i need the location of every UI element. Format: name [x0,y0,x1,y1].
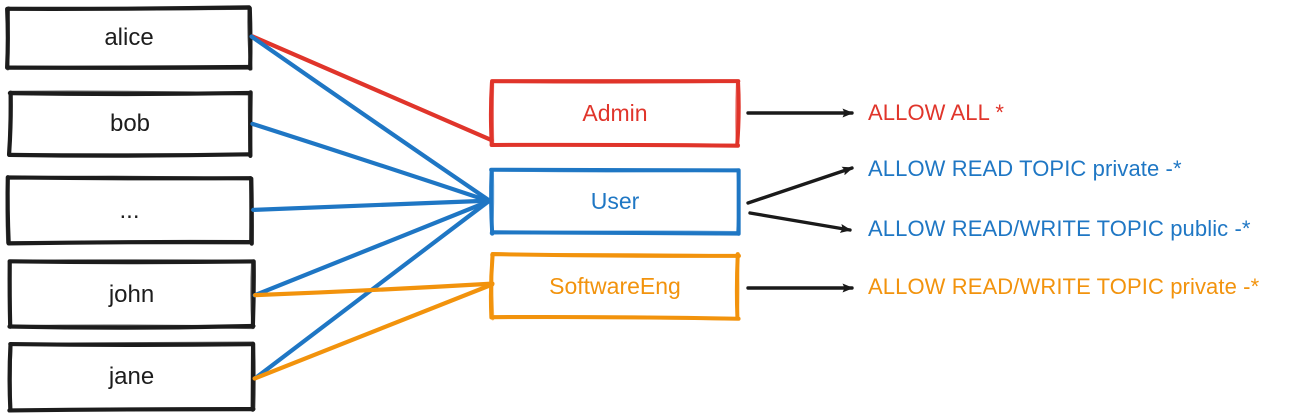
permission-label-perm-user-readwrite: ALLOW READ/WRITE TOPIC public -* [868,216,1251,241]
role-box-group [488,78,741,321]
edge-jane-se[interactable] [252,282,495,381]
permission-label-perm-se-readwrite: ALLOW READ/WRITE TOPIC private -* [868,274,1260,299]
user-box-etc[interactable] [5,175,254,246]
user-box-john[interactable] [7,259,256,330]
permission-label-perm-user-read: ALLOW READ TOPIC private -* [868,156,1182,181]
arrow-user-perm1[interactable] [746,166,854,205]
edge-alice-user[interactable] [249,34,492,203]
role-box-user[interactable] [489,167,741,236]
user-box-jane[interactable] [7,341,256,413]
user-box-group [5,5,256,413]
edge-john-user[interactable] [252,198,493,298]
edge-etc-user[interactable] [251,198,492,212]
role-box-softwareeng[interactable] [488,252,741,321]
edge-bob-user[interactable] [250,121,492,204]
user-box-bob[interactable] [6,90,253,158]
permission-label-perm-admin-all: ALLOW ALL * [868,100,1005,125]
edge-john-se[interactable] [253,281,495,298]
arrow-group [746,108,854,293]
role-box-admin[interactable] [488,78,741,148]
edge-group [249,34,495,381]
edge-alice-admin[interactable] [250,34,494,143]
arrow-user-perm2[interactable] [748,211,852,233]
user-box-alice[interactable] [5,5,253,71]
